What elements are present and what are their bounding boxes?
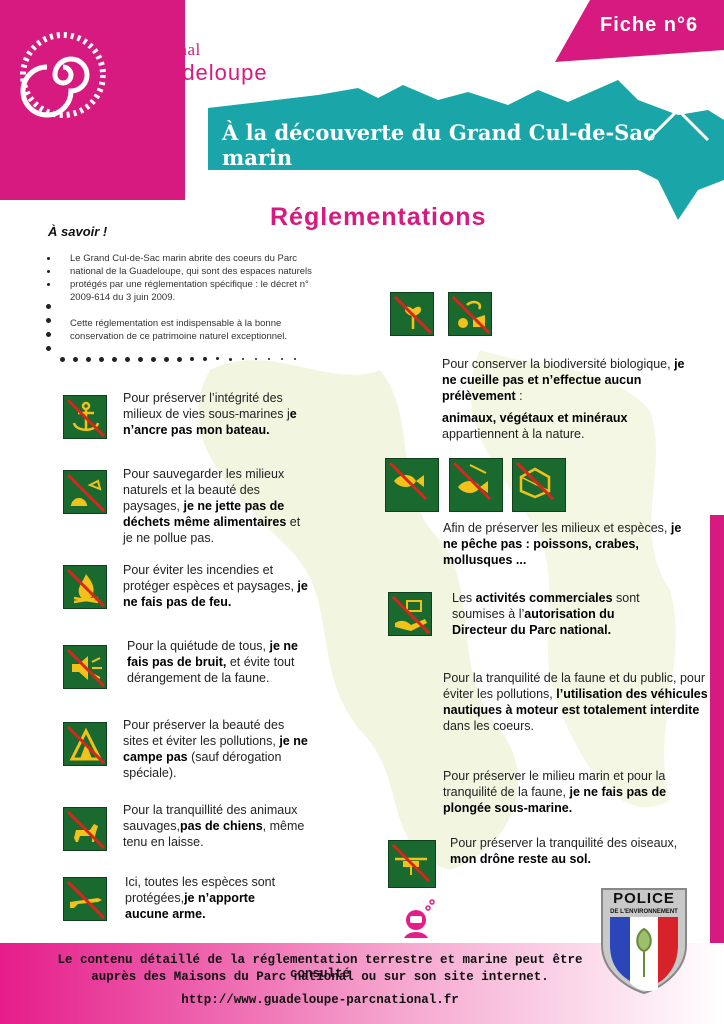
rule-drone: Pour préserver la tranquilité des oiseau… [450, 836, 678, 866]
fiche-number: Fiche n°6 [600, 14, 699, 36]
rule-dogs: Pour la tranquillité des animaux sauvage… [123, 803, 305, 849]
footer-url[interactable]: http://www.guadeloupe-parcnational.fr [181, 993, 459, 1007]
title-banner [208, 80, 724, 220]
no-collecting-icon [448, 292, 492, 336]
rule-harvest: Pour conserver la biodiversité biologiqu… [442, 357, 685, 441]
fiche-tag [555, 0, 724, 62]
police-badge-icon [601, 888, 687, 995]
no-weapon-icon [63, 877, 107, 921]
no-camping-icon [63, 722, 107, 766]
rule-litter: Pour sauvegarder les milieux naturels et… [123, 467, 301, 545]
footer-line-1: Le contenu détaillé de la réglementation… [57, 953, 583, 981]
no-picking-plants-icon [390, 292, 434, 336]
no-trap-icon [512, 458, 566, 512]
no-litter-icon [63, 470, 107, 514]
rule-fire: Pour éviter les incendies et protéger es… [123, 563, 308, 609]
side-accent-bar [710, 515, 724, 945]
no-dogs-icon [63, 807, 107, 851]
footer-line-2: auprès des Maisons du Parc national ou s… [91, 970, 549, 984]
page-title: À la découverte du Grand Cul-de-Sac mari… [222, 120, 656, 170]
rule-diving: Pour préserver le milieu marin et pour l… [443, 769, 667, 815]
brand-region: de la Guadeloupe [105, 60, 268, 85]
rule-anchor: Pour préserver l’intégrité des milieux d… [123, 391, 297, 437]
police-badge-subtitle: DE L’ENVIRONNEMENT [610, 909, 678, 915]
section-title: Réglementations [270, 203, 487, 231]
rule-noise: Pour la quiétude de tous, je ne fais pas… [127, 639, 298, 685]
rule-camping: Pour préserver la beauté des sites et év… [123, 718, 308, 780]
savoir-paragraph-1: Le Grand Cul-de-Sac marin abrite des coe… [70, 253, 312, 303]
savoir-heading: À savoir ! [48, 224, 108, 239]
brand-name: Parc national [105, 40, 201, 59]
no-line-fishing-icon [449, 458, 503, 512]
no-noise-icon [63, 645, 107, 689]
police-badge-title: POLICE [613, 890, 675, 907]
savoir-paragraph-2: Cette réglementation est indispensable à… [70, 318, 288, 342]
rule-vehicles: Pour la tranquilité de la faune et du pu… [443, 671, 708, 733]
rule-commercial: Les activités commerciales sont soumises… [452, 591, 640, 637]
no-commerce-icon [388, 592, 432, 636]
no-anchor-icon [63, 395, 107, 439]
park-logo-icon [20, 32, 106, 118]
no-fishing-icon [385, 458, 439, 512]
diver-icon [404, 899, 435, 938]
rule-weapon: Ici, toutes les espèces sont protégées,j… [125, 875, 276, 921]
no-fire-icon [63, 565, 107, 609]
no-drone-icon [388, 840, 436, 888]
rule-fishing: Afin de préserver les milieux et espèces… [443, 521, 682, 567]
